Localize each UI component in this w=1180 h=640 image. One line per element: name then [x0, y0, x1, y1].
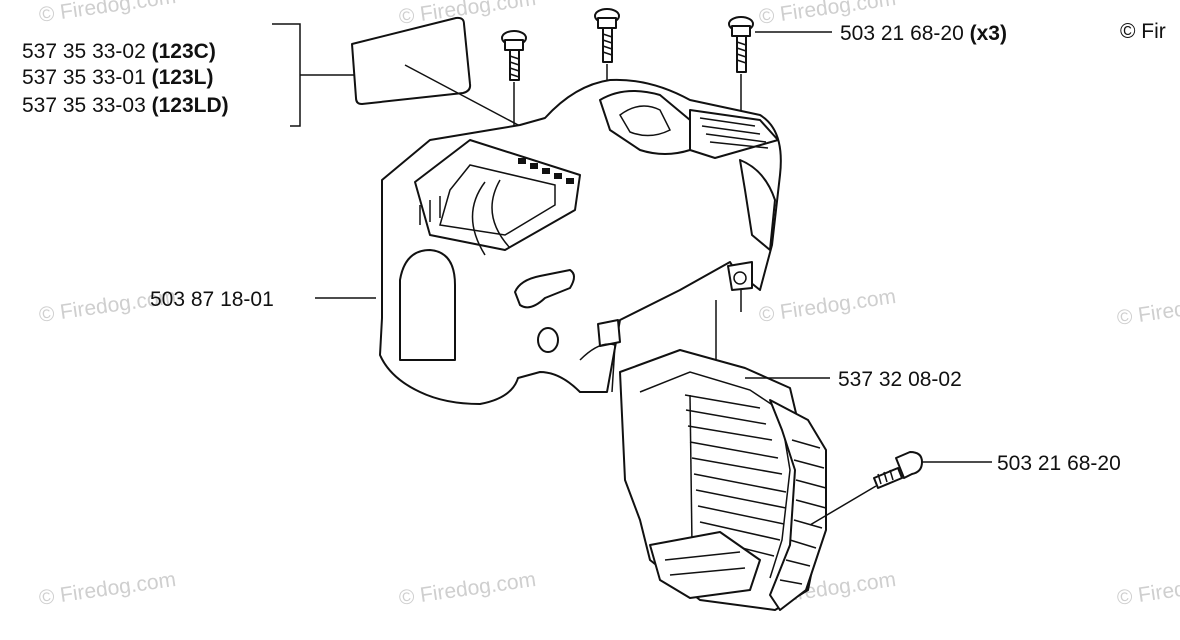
watermark: © Firedog.com — [397, 0, 537, 29]
watermark: © Firedog.com — [397, 568, 537, 610]
label-line-1: 537 35 33-02 (123C) — [22, 40, 216, 63]
label-group: 537 35 33-02 (123C) 537 35 33-01 (123L) … — [22, 23, 355, 127]
air-guide-plate-icon — [619, 300, 830, 611]
screw-single-label: 503 21 68-20 — [997, 452, 1121, 475]
cylinder-cover-label: 503 87 18-01 — [150, 288, 274, 311]
screw-top-label: 503 21 68-20 (x3) — [840, 22, 1007, 45]
copyright-text: © Fir — [1120, 20, 1166, 43]
watermark: © Firedog.com — [757, 285, 897, 327]
screw-icon — [809, 451, 992, 526]
watermark: © Firedog.com — [37, 0, 177, 27]
watermark: © Firedog.com — [1115, 568, 1180, 610]
screw-icon — [501, 30, 527, 128]
label-decal-icon — [351, 16, 521, 127]
label-line-3: 537 35 33-03 (123LD) — [22, 94, 229, 117]
cylinder-cover-icon — [379, 78, 782, 405]
cover-plate-label: 537 32 08-02 — [838, 368, 962, 391]
label-line-2: 537 35 33-01 (123L) — [22, 66, 213, 89]
watermark: © Firedog.com — [37, 568, 177, 610]
bracket — [272, 23, 301, 127]
watermark: © Firedog.com — [1115, 288, 1180, 330]
